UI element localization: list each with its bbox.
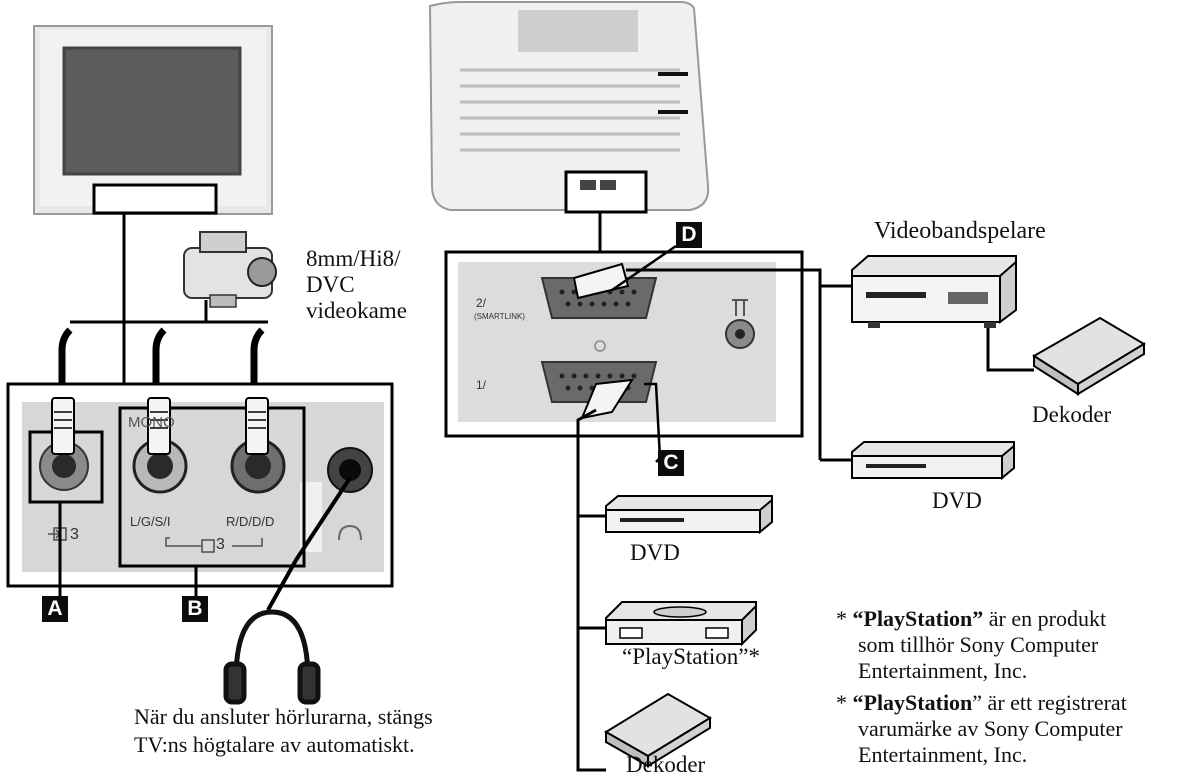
playstation-device — [605, 601, 757, 647]
footnote-1-text1: är en produkt — [988, 606, 1107, 631]
headphone-note-line1: När du ansluter hörlurarna, stängs — [134, 704, 433, 729]
audio-right-label: R/D/D/D — [226, 514, 275, 529]
footnote-1-brand: “PlayStation” — [852, 606, 984, 631]
audio-left-jack[interactable] — [132, 438, 188, 494]
dvd-right-device — [851, 441, 1015, 481]
headphone-symbol-icon — [338, 524, 362, 541]
camcorder-icon — [183, 231, 277, 308]
connector-b-frame — [118, 406, 306, 568]
footnote-2-brand: “PlayStation — [852, 690, 973, 715]
footnote-2-text1: ” är ett registrerat — [972, 690, 1127, 715]
input3-group-label: 3 — [216, 536, 225, 553]
footnote-1-line1: * “PlayStation” är en produkt — [836, 606, 1106, 632]
headphone-note-line2: TV:ns högtalare av automatiskt. — [134, 732, 415, 757]
footnote-2-bullet: * — [836, 690, 853, 715]
scart-plug-d — [572, 262, 630, 300]
footnote-1-line3: Entertainment, Inc. — [858, 658, 1028, 683]
camcorder-label-line1: 8mm/Hi8/ — [306, 246, 401, 271]
dvd-right-label: DVD — [932, 488, 982, 513]
dvd-bottom-label: DVD — [630, 540, 680, 565]
antenna-socket[interactable] — [725, 299, 755, 349]
headphones-icon — [223, 609, 321, 705]
badge-c: C — [658, 450, 684, 476]
footnote-1-line2: som tillhör Sony Computer — [858, 632, 1099, 657]
mono-label: MONO — [128, 414, 175, 431]
decoder-right-device — [1032, 316, 1146, 396]
tv-front — [33, 25, 273, 215]
badge-b: B — [182, 596, 208, 622]
scart1-label: 1/ — [476, 378, 487, 392]
dvd-bottom-device — [605, 495, 773, 535]
footnote-2-line3: Entertainment, Inc. — [858, 742, 1028, 767]
badge-a: A — [42, 596, 68, 622]
badge-d: D — [676, 222, 702, 248]
scart2-label: 2/ — [476, 296, 487, 310]
decoder-right-label: Dekoder — [1032, 402, 1112, 427]
vcr-device — [851, 255, 1017, 328]
playstation-label: “PlayStation”* — [622, 644, 760, 669]
camcorder-label-line2: DVC — [306, 272, 355, 297]
headphone-jack[interactable] — [327, 447, 373, 493]
decoder-bottom-label: Dekoder — [626, 752, 706, 777]
scart-plug-c — [580, 378, 634, 420]
audio-left-label: L/G/S/I — [130, 514, 171, 529]
vcr-label: Videobandspelare — [874, 218, 1046, 244]
smartlink-label: (SMARTLINK) — [474, 312, 525, 321]
footnote-2-line2: varumärke av Sony Computer — [858, 716, 1123, 741]
scart2-socket[interactable] — [540, 277, 658, 319]
input3-label: 3 — [70, 526, 79, 543]
decoder-bottom-device — [604, 692, 712, 768]
footnote-1-bullet: * — [836, 606, 853, 631]
footnote-2-line1: * “PlayStation” är ett registrerat — [836, 690, 1127, 716]
camcorder-label-line3: videokame — [306, 298, 407, 323]
tv-rear — [428, 1, 710, 214]
